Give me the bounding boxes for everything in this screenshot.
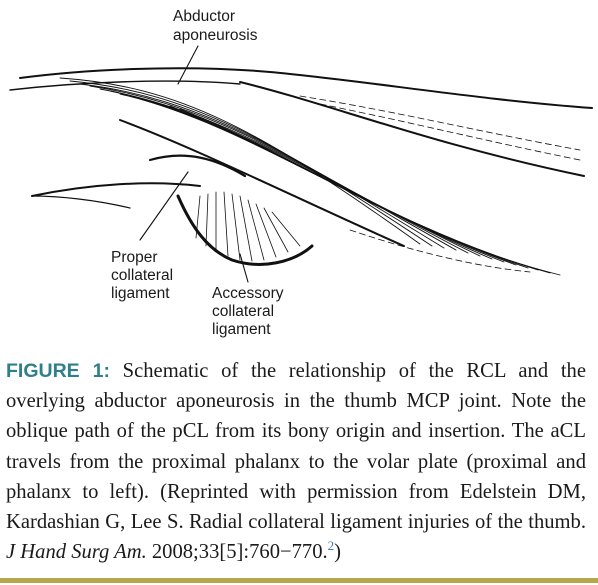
accessory-label-line2: collateral <box>212 303 275 320</box>
abductor-label-line2: aponeurosis <box>173 27 258 44</box>
accessory-ligament-fibers <box>195 191 301 262</box>
figure-caption: FIGURE 1: Schematic of the relationship … <box>6 356 586 567</box>
thumb-mcp-schematic <box>9 45 593 283</box>
lower-bone-outline <box>31 182 201 197</box>
aponeurosis-lower-edge <box>119 119 405 247</box>
fine-texture <box>299 95 581 273</box>
citation-details: 2008;33[5]:760−770. <box>146 541 328 564</box>
anatomy-illustration: Abductor aponeurosis Proper collateral l… <box>9 8 593 338</box>
caption-label: FIGURE 1: <box>6 360 110 382</box>
reference-link[interactable]: 2 <box>327 538 335 554</box>
caption-main-text: Schematic of the relationship of the RCL… <box>6 360 586 534</box>
accessory-leader-line <box>239 253 249 283</box>
aponeurosis-upper-edge <box>239 81 585 177</box>
accessory-label-line3: ligament <box>212 321 271 338</box>
aponeurosis-fibers <box>59 77 561 276</box>
proper-label-line3: ligament <box>111 285 170 302</box>
accessory-ligament-outline <box>176 194 314 266</box>
caption-closing-paren: ) <box>334 541 342 564</box>
proper-ligament-edge <box>148 154 247 178</box>
abductor-leader-line <box>177 45 199 85</box>
accessory-label-line1: Accessory <box>212 285 284 302</box>
upper-bone-inner-edge <box>9 80 241 91</box>
bottom-rule <box>0 578 598 583</box>
upper-bone-outline <box>19 67 593 109</box>
proper-label-line1: Proper <box>111 249 158 266</box>
journal-name: J Hand Surg Am. <box>6 541 147 564</box>
abductor-label-line1: Abductor <box>173 8 236 25</box>
proper-leader-line <box>139 171 189 241</box>
lower-bone-tail <box>31 195 131 209</box>
proper-label-line2: collateral <box>111 267 174 284</box>
